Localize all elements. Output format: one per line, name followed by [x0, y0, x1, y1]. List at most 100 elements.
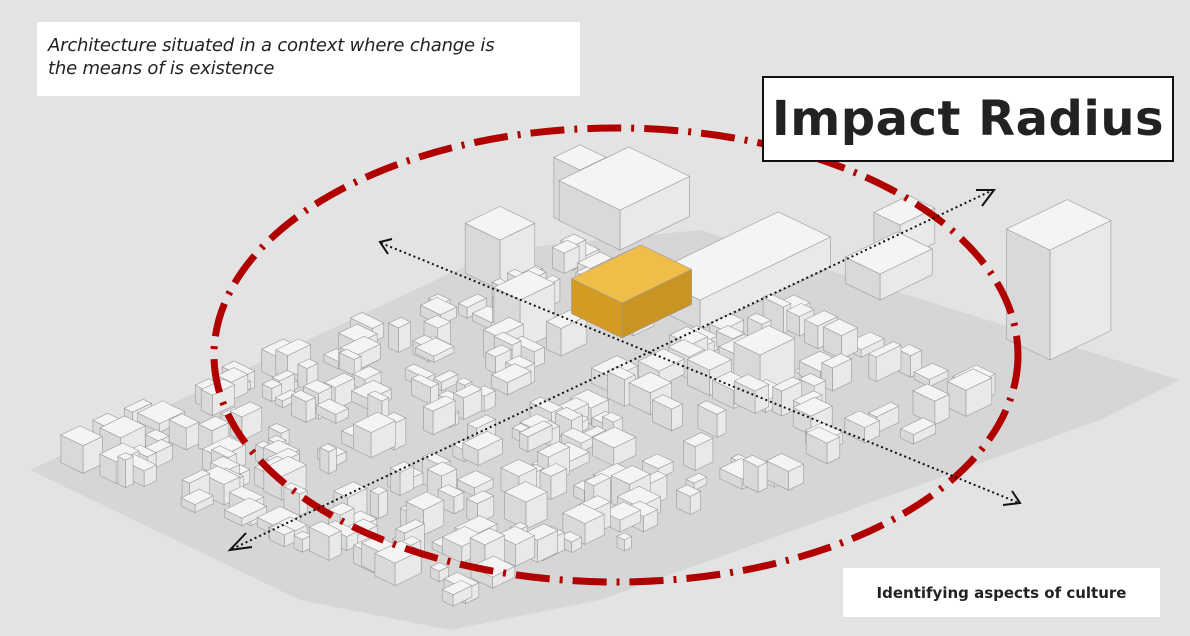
building-block [455, 377, 473, 386]
building-block [198, 415, 230, 432]
building-block [610, 465, 651, 485]
building-block [733, 374, 770, 392]
building-block [576, 251, 614, 270]
arrowhead-icon [227, 532, 253, 552]
building-block [715, 325, 745, 340]
highlighted-site-building [570, 244, 693, 339]
building-block [369, 486, 388, 495]
building-block [804, 310, 838, 327]
building-block [466, 414, 497, 429]
building-block [388, 322, 399, 353]
building-block [554, 406, 584, 421]
building-block [437, 484, 465, 498]
building-block [641, 453, 674, 470]
building-block [570, 244, 693, 304]
building-block [560, 427, 594, 444]
building-block [180, 488, 214, 505]
building-block [99, 442, 140, 463]
building-block [339, 348, 362, 360]
building-block [269, 522, 295, 536]
title-text: Impact Radius [771, 91, 1165, 147]
building-block [462, 430, 503, 451]
building-block [423, 314, 452, 329]
axis-arrow-sw-ne [227, 189, 996, 552]
building-block [315, 398, 350, 415]
building-block [685, 472, 708, 484]
building-block [772, 386, 782, 417]
context-buildings [30, 144, 1180, 630]
building-block [697, 400, 727, 415]
building-block [637, 348, 685, 372]
building-block [562, 503, 605, 524]
building-block [536, 441, 571, 458]
building-block [268, 423, 290, 434]
building-block [229, 401, 263, 418]
building-block [1006, 228, 1051, 361]
building-block [771, 376, 803, 392]
building-block [913, 362, 949, 380]
caption-box: Identifying aspects of culture [843, 568, 1160, 617]
building-block [323, 372, 356, 388]
building-block [733, 325, 796, 356]
building-block [369, 490, 379, 520]
building-block [419, 297, 458, 316]
building-block [667, 339, 706, 358]
building-block [868, 353, 877, 382]
building-block [405, 491, 445, 511]
building-block [261, 378, 283, 389]
building-block [328, 447, 337, 475]
building-block [117, 455, 126, 489]
building-block [377, 489, 388, 520]
building-block [457, 293, 487, 308]
building-block [867, 401, 900, 418]
building-block [389, 461, 414, 473]
building-block [529, 396, 563, 413]
building-block [616, 532, 633, 541]
building-block [651, 394, 684, 410]
building-block [558, 146, 691, 211]
building-block [786, 303, 815, 317]
building-block [290, 389, 316, 403]
building-block [117, 452, 134, 461]
building-block [628, 371, 673, 394]
impact-radius-ellipse [210, 124, 1022, 586]
building-block [181, 469, 211, 484]
building-block [518, 420, 553, 438]
building-block [441, 580, 473, 596]
building-block [682, 432, 714, 448]
arrowhead-icon [378, 238, 393, 255]
building-block [410, 374, 440, 388]
building-block [99, 415, 146, 439]
building-block [897, 344, 923, 357]
building-block [469, 527, 506, 546]
building-block [601, 412, 624, 423]
building-block [798, 372, 827, 387]
building-block [716, 409, 727, 438]
building-block [493, 331, 522, 346]
building-block [822, 318, 859, 336]
quote-line-2: the means of is existence [48, 58, 275, 79]
arrowhead-icon [1002, 490, 1022, 506]
building-block [742, 454, 768, 467]
building-block [60, 425, 103, 447]
building-block [350, 379, 392, 400]
arrowhead-icon [976, 189, 996, 207]
axis-arrow-nw-se [378, 238, 1022, 506]
building-block [216, 367, 249, 383]
building-block [422, 395, 456, 412]
caption-text: Identifying aspects of culture [876, 583, 1127, 602]
building-block [144, 429, 170, 442]
building-block [868, 341, 902, 358]
quote-text: Architecture situated in a context where… [48, 34, 495, 80]
building-block [352, 411, 397, 433]
building-block [123, 398, 153, 413]
building-block [308, 520, 342, 537]
building-block [900, 417, 937, 435]
building-block [844, 410, 880, 428]
building-block [168, 413, 200, 429]
building-block [551, 239, 580, 254]
building-block [466, 490, 495, 505]
building-block [367, 390, 390, 402]
building-block [539, 463, 568, 477]
